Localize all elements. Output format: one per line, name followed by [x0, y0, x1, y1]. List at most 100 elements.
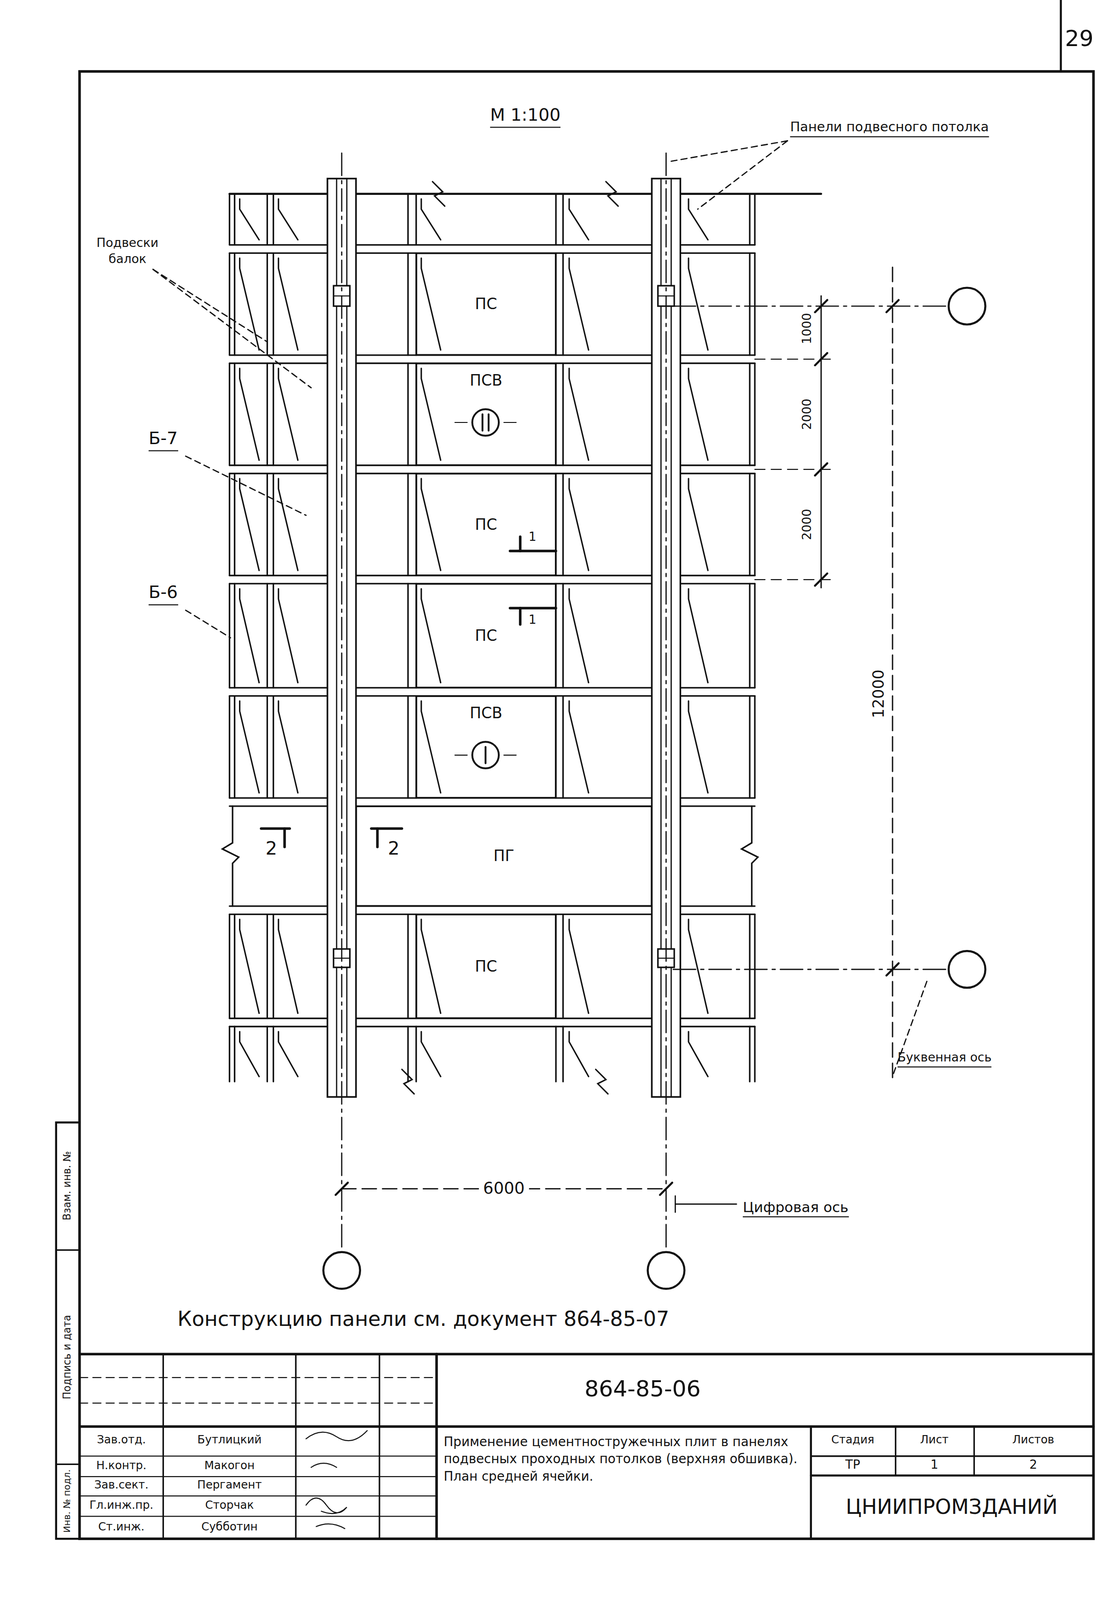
drawing-line: [233, 695, 236, 798]
drawing-line: [228, 914, 231, 1019]
drawing-line: [562, 914, 564, 1019]
drawing-line: [815, 463, 828, 476]
drawing-line: [228, 695, 231, 798]
stamp-name: Сторчак: [205, 1499, 255, 1512]
drawing-line: [305, 1429, 368, 1529]
drawing-line: [272, 914, 275, 1019]
stamp-header: Стадия: [831, 1433, 875, 1447]
drawing-line: [228, 583, 231, 688]
drawing-line: [228, 363, 231, 466]
dimension: 2000: [800, 508, 816, 541]
drawing-line: [266, 473, 269, 576]
drawing-line: [272, 583, 275, 688]
drawing-line: [562, 473, 564, 576]
beam-outline: [79, 71, 1094, 1539]
drawing-line: [233, 473, 236, 576]
panel-mark: ПСВ: [469, 705, 503, 723]
drawing-line: [233, 914, 236, 1019]
drawing-line: [239, 700, 260, 793]
axis-circle: [948, 287, 986, 325]
drawing-line: [595, 1068, 609, 1094]
drawing-line: [278, 919, 298, 1014]
drawing-line: [674, 1195, 677, 1212]
drawing-line: [562, 252, 564, 355]
drawing-line: [1059, 0, 1062, 72]
drawing-line: [239, 588, 260, 683]
drawing-line: [278, 588, 298, 683]
stamp-cell: 1: [930, 1457, 939, 1472]
drawing-line: [407, 473, 409, 576]
drawing-line: [886, 962, 899, 976]
axis-circle: [323, 1251, 361, 1289]
drawing-line: [266, 583, 269, 688]
stamp-field: Взам. инв. №: [61, 1150, 73, 1220]
drawing-line: [79, 1376, 437, 1378]
drawing-line: [569, 588, 589, 683]
drawing-line: [673, 968, 949, 970]
drawing-line: [233, 252, 236, 355]
organization: ЦНИИПРОМЗДАНИЙ: [845, 1494, 1058, 1519]
stamp-header: Листов: [1012, 1433, 1055, 1447]
drawing-line: [569, 700, 589, 793]
drawing-line: [266, 363, 269, 466]
drawing-line: [239, 478, 260, 571]
drawing-line: [748, 914, 751, 1019]
drawing-line: [569, 1031, 589, 1076]
drawing-group: [152, 140, 928, 1213]
drawing-line: [272, 473, 275, 576]
ceiling-panel: ПС: [416, 252, 556, 355]
drawing-line: [659, 1182, 673, 1195]
drawing-line: [402, 1068, 415, 1094]
section-number: 2: [387, 838, 400, 860]
scale-note: М 1:100: [490, 105, 561, 128]
stamp-role: Зав.отд.: [96, 1433, 146, 1447]
panel-mark: ПГ: [493, 847, 515, 865]
drawing-line: [810, 1454, 1094, 1457]
stamp-name: Макогон: [204, 1459, 255, 1473]
drawing-line: [421, 368, 441, 461]
drawing-line: [415, 193, 417, 245]
drawing-line: [455, 754, 468, 756]
drawing-line: [421, 919, 441, 1014]
beam-outline: [56, 1121, 80, 1539]
callout-label: Панели подвесного потолка: [790, 119, 990, 138]
drawing-line: [753, 473, 756, 576]
drawing-line: [569, 198, 589, 240]
drawing-line: [376, 828, 380, 847]
stamp-role: Н.контр.: [96, 1459, 147, 1473]
drawing-line: [229, 192, 822, 195]
drawing-line: [519, 536, 522, 551]
dimension: 2000: [800, 398, 816, 430]
drawing-line: [894, 1425, 897, 1475]
panel-mark: ПС: [474, 295, 497, 313]
drawing-line: [973, 1425, 975, 1475]
drawing-group: [455, 408, 517, 769]
drawing-line: [432, 181, 445, 206]
panel-mark: ПС: [474, 627, 497, 645]
drawing-line: [815, 573, 828, 586]
ceiling-panel: ПС: [416, 473, 556, 576]
drawing-group: [222, 178, 822, 1097]
drawing-line: [688, 257, 708, 350]
drawing-line: [335, 1182, 349, 1195]
drawing-line: [266, 914, 269, 1019]
callout-label: Б-6: [148, 582, 178, 605]
stamp-header: Лист: [920, 1433, 949, 1447]
drawing-line: [278, 368, 298, 461]
drawing-line: [272, 193, 275, 245]
dimension: 6000: [478, 1178, 529, 1198]
drawing-line: [421, 588, 441, 683]
drawing-line: [56, 1463, 80, 1465]
drawing-line: [152, 269, 311, 388]
drawing-line: [371, 827, 402, 830]
drawing-line: [407, 914, 409, 1019]
callout-label: Б-7: [148, 428, 178, 451]
drawing-line: [748, 193, 751, 245]
drawing-line: [569, 478, 589, 571]
drawing-line: [295, 1353, 297, 1539]
drawing-line: [503, 421, 517, 423]
drawing-line: [562, 363, 564, 466]
drawing-line: [688, 368, 708, 461]
